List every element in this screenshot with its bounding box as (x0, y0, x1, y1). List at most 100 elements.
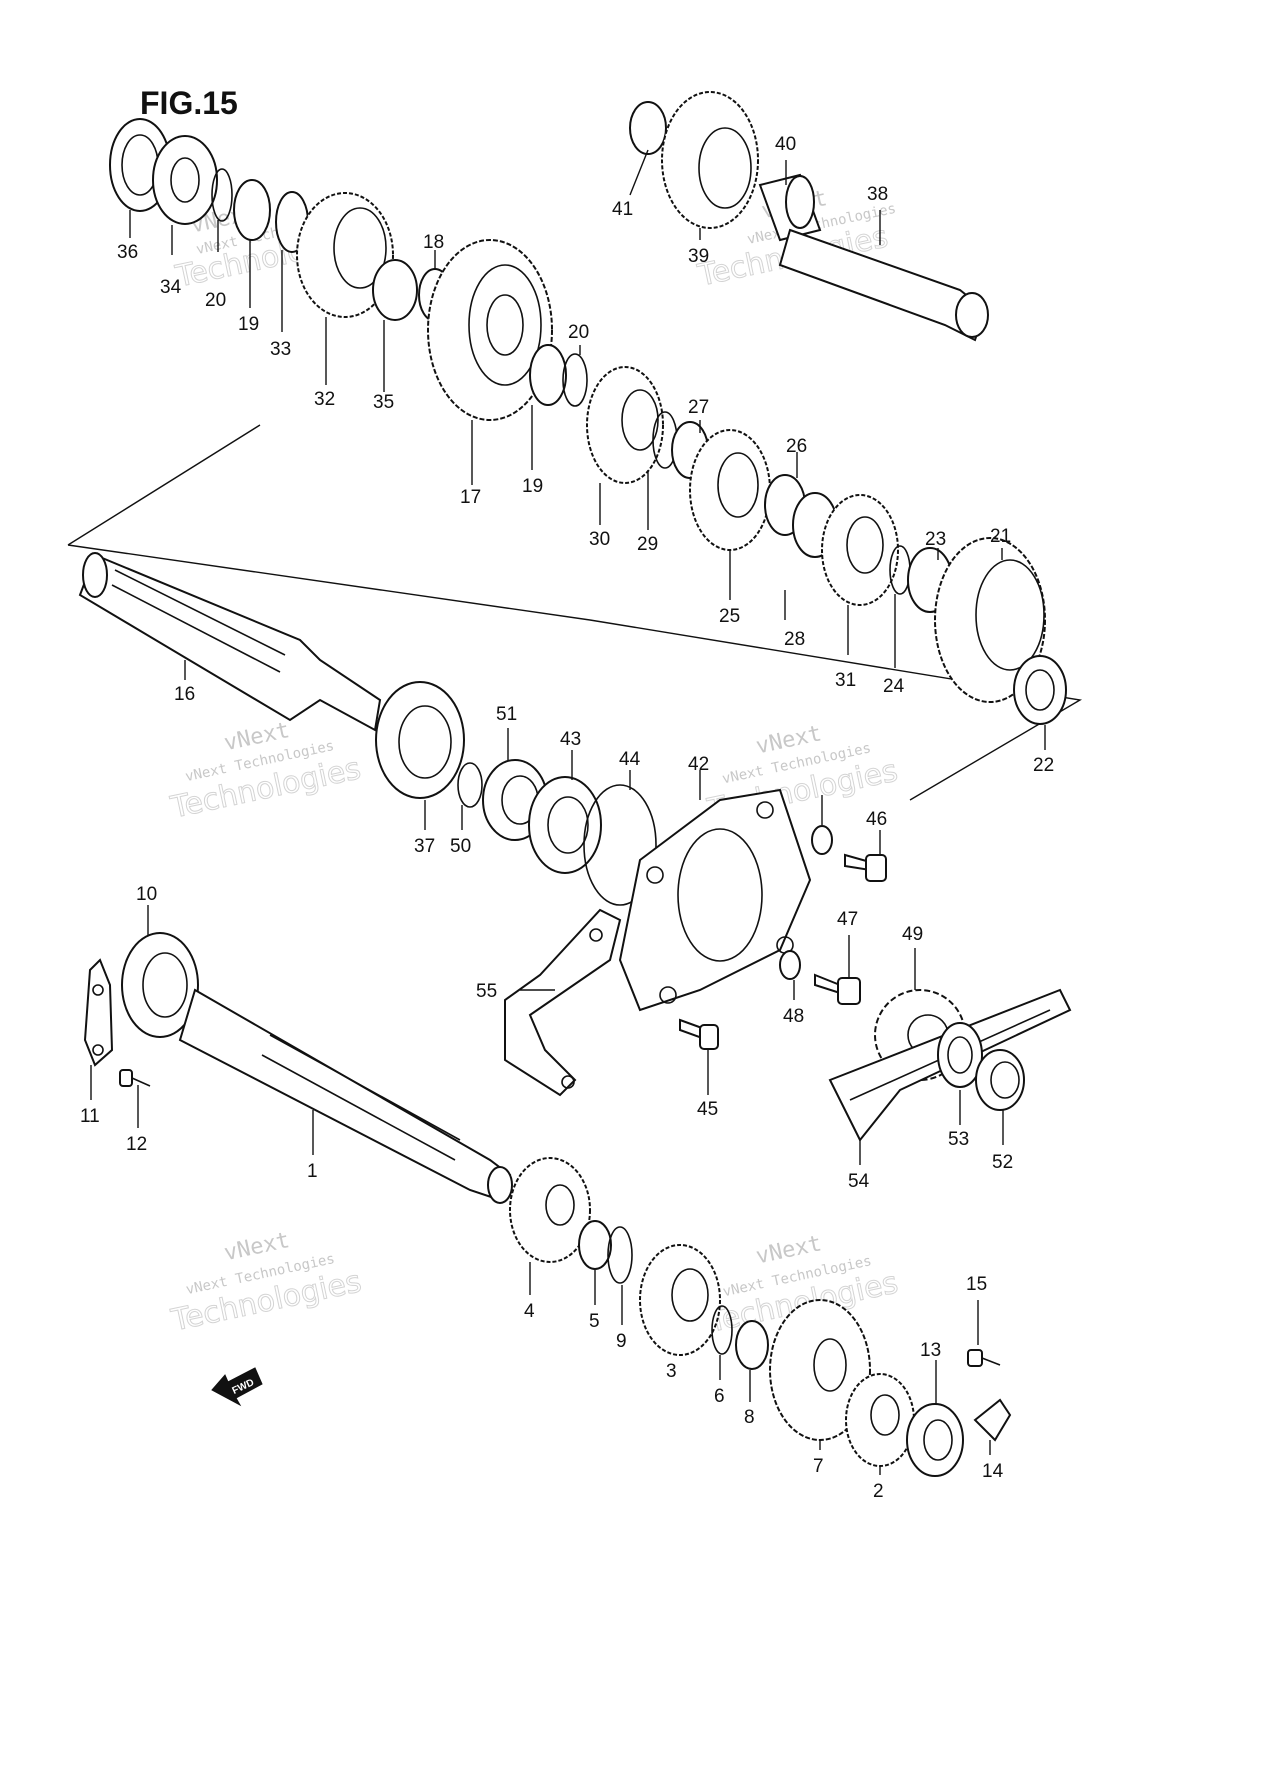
circlip-20 (211, 168, 233, 222)
lockwasher-35 (372, 259, 418, 321)
callout-48: 48 (783, 1006, 804, 1027)
callout-51: 51 (496, 704, 517, 725)
bearing-holder-assembly (375, 681, 1072, 1142)
lockwasher-8 (735, 1320, 769, 1370)
callout-27: 27 (688, 397, 709, 418)
oil-seal-43 (528, 776, 602, 874)
svg-text:vNext: vNext (222, 1228, 292, 1266)
callout-43: 43 (560, 729, 581, 750)
callout-36: 36 (117, 242, 138, 263)
o-ring-44 (583, 784, 657, 906)
callout-42: 42 (688, 754, 709, 775)
driveshaft-1 (178, 988, 513, 1204)
gear-25 (689, 429, 771, 551)
callout-22: 22 (1033, 755, 1054, 776)
circlip-6 (711, 1305, 733, 1355)
callout-44: 44 (619, 749, 641, 770)
driveshaft-assembly (83, 932, 1012, 1477)
callout-1: 1 (307, 1161, 318, 1182)
callout-3: 3 (666, 1361, 677, 1382)
circlip-9 (607, 1226, 633, 1284)
callout-45: 45 (697, 1099, 718, 1120)
countershaft-16 (78, 552, 382, 732)
gear-39 (661, 91, 759, 229)
callout-46: 46 (866, 809, 887, 830)
callout-15: 15 (966, 1274, 987, 1295)
washer-41 (629, 101, 667, 155)
callout-31: 31 (835, 670, 856, 691)
washer-48 (779, 950, 801, 980)
lockwasher-5 (578, 1220, 612, 1270)
nut-52 (975, 1049, 1025, 1111)
watermark-bottom-left: vNext vNext Technologies Technologies (167, 1228, 365, 1339)
callout-14: 14 (982, 1461, 1004, 1482)
callout-55: 55 (476, 981, 497, 1002)
callout-30: 30 (589, 529, 610, 550)
callout-24: 24 (883, 676, 905, 697)
callout-20b: 20 (568, 322, 589, 343)
callout-10: 10 (136, 884, 157, 905)
circlip-20b (562, 353, 588, 407)
callout-41: 41 (612, 199, 633, 220)
callout-23: 23 (925, 529, 946, 550)
forward-direction-arrow: FWD (211, 1367, 263, 1407)
gear-3 (639, 1244, 721, 1356)
gear-17 (427, 239, 553, 421)
callout-35: 35 (373, 392, 394, 413)
watermark-mid-left: vNext vNext Technologies Technologies (167, 718, 365, 826)
callout-4: 4 (524, 1301, 535, 1322)
callout-19b: 19 (522, 476, 543, 497)
bearing-10 (121, 932, 199, 1038)
callout-28: 28 (784, 629, 805, 650)
bush-22 (1013, 655, 1067, 725)
bolt-46 (844, 853, 887, 882)
gear-30 (586, 366, 664, 484)
screw-15 (967, 1349, 1001, 1367)
callout-40: 40 (775, 134, 796, 155)
callout-37: 37 (414, 836, 435, 857)
bracket-55 (504, 908, 622, 1097)
gear-32 (296, 192, 394, 318)
callout-47: 47 (837, 909, 858, 930)
washer-48a (811, 825, 833, 855)
callout-49: 49 (902, 924, 923, 945)
shaft-38 (778, 228, 989, 342)
bolt-47 (814, 973, 861, 1005)
callout-39: 39 (688, 246, 709, 267)
callout-13: 13 (920, 1340, 941, 1361)
top-right-shaft-assembly (629, 91, 989, 342)
callout-9: 9 (616, 1331, 627, 1352)
gear-2 (845, 1373, 915, 1467)
svg-text:vNext: vNext (754, 1231, 824, 1269)
callout-50: 50 (450, 836, 471, 857)
callout-21: 21 (990, 526, 1011, 547)
callout-33: 33 (270, 339, 291, 360)
callout-11: 11 (80, 1106, 100, 1127)
bearing-37 (375, 681, 465, 799)
countershaft-group-outline (67, 424, 1083, 801)
callout-5: 5 (589, 1311, 600, 1332)
callout-25: 25 (719, 606, 740, 627)
callout-53: 53 (948, 1129, 969, 1150)
countershaft-assembly (78, 118, 1067, 732)
callout-32: 32 (314, 389, 335, 410)
callout-38: 38 (867, 184, 888, 205)
gear-21 (934, 537, 1046, 703)
callout-7: 7 (813, 1456, 824, 1477)
callout-8: 8 (744, 1407, 755, 1428)
lock-washer-53 (937, 1022, 983, 1088)
callout-18: 18 (423, 232, 444, 253)
plate-14 (973, 1398, 1012, 1442)
washer-19b (529, 344, 567, 406)
callout-17: 17 (460, 487, 481, 508)
callout-2: 2 (873, 1481, 884, 1502)
figure-title: FIG.15 (140, 85, 238, 121)
callout-34: 34 (160, 277, 182, 298)
cushion-34 (152, 135, 218, 225)
callout-12: 12 (126, 1134, 147, 1155)
gear-4 (509, 1157, 591, 1263)
plate-11 (83, 958, 114, 1067)
callout-26: 26 (786, 436, 807, 457)
callout-19a: 19 (238, 314, 259, 335)
